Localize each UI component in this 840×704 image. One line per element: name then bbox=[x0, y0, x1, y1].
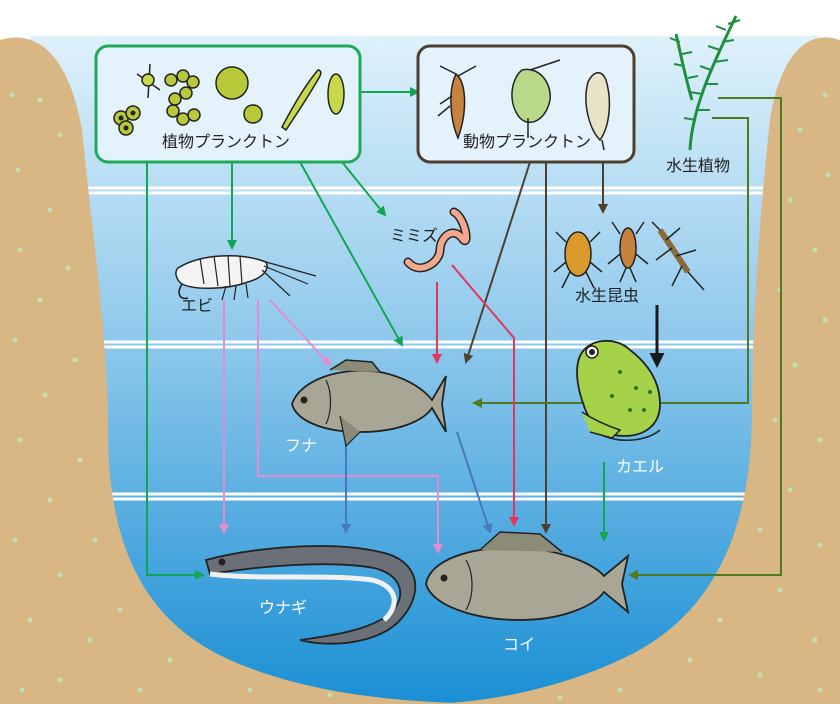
label-zooplankton: 動物プランクトン bbox=[463, 132, 591, 152]
label-crucian-carp: フナ bbox=[285, 436, 317, 456]
desmid-cell bbox=[244, 105, 262, 123]
label-frog: カエル bbox=[616, 457, 664, 477]
label-carp: コイ bbox=[503, 635, 535, 655]
label-eel: ウナギ bbox=[259, 598, 307, 618]
label-earthworm: ミミズ bbox=[390, 226, 438, 246]
label-phytoplankton: 植物プランクトン bbox=[162, 132, 290, 152]
label-aquatic-plant: 水生植物 bbox=[666, 156, 730, 176]
volvox bbox=[216, 67, 248, 99]
label-aquatic-insect: 水生昆虫 bbox=[575, 286, 639, 306]
pennate-diatom bbox=[328, 74, 344, 114]
label-shrimp: エビ bbox=[181, 296, 213, 316]
